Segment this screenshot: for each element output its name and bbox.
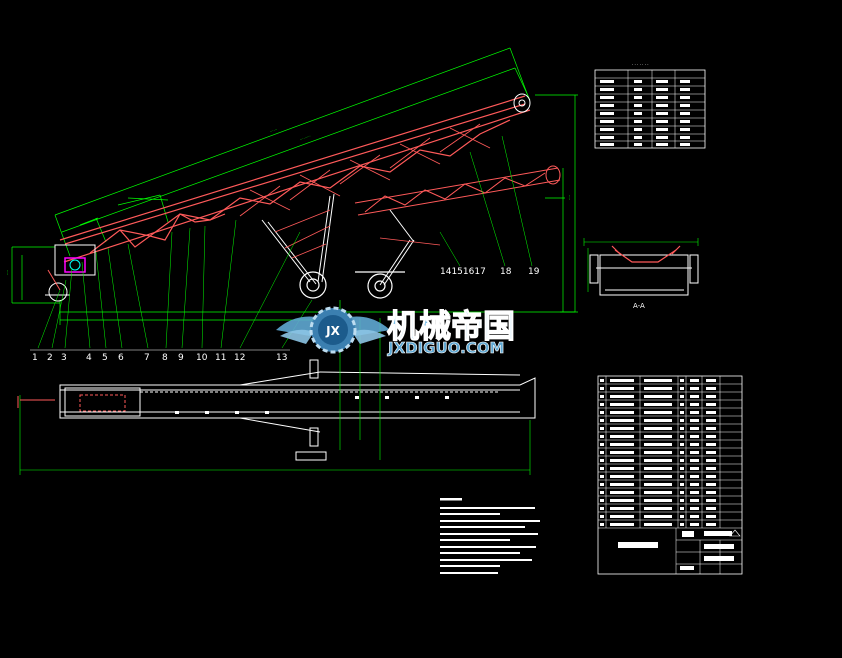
callout-3: 3 [61,353,67,363]
leg-bracing [274,209,441,259]
dimension-text: ...... ......... .... .... [4,126,571,275]
technical-parameter-table: · · · · · · · [594,62,706,149]
head-pulley [513,93,531,113]
callout-18: 18 [500,267,512,277]
callout-1: 1 [32,353,38,363]
svg-text:· · · · · · ·: · · · · · · · [632,62,649,67]
section-label: A-A [633,302,645,310]
technical-notes [440,498,540,574]
svg-text:......: ...... [269,126,278,133]
callout-6: 6 [118,353,124,363]
site-watermark: JX 机械帝国 JXDIGUO.COM [276,306,516,357]
callout-19: 19 [528,267,540,277]
conveyor-side-view: ...... ......... .... .... [4,47,578,363]
leader-lines [30,135,533,351]
svg-text:....: .... [566,195,571,200]
truss-diagonals [239,123,491,217]
callout-7: 7 [144,353,150,363]
callout-13: 13 [276,353,287,363]
dimension-lines [11,47,578,325]
callout-11: 11 [215,353,226,363]
watermark-url-text: JXDIGUO.COM [387,339,504,357]
callout-5: 5 [102,353,108,363]
watermark-chinese-text: 机械帝国 [387,307,515,345]
callout-8: 8 [162,353,168,363]
conveyor-plan-view [17,318,536,475]
callout-14151617: 14151617 [440,267,486,277]
logo-emblem-text: JX [325,324,340,338]
callout-numbers: 1 2 3 4 5 6 7 8 9 10 11 12 13 14151617 1… [32,267,540,363]
jx-logo-emblem: JX [276,306,390,354]
support-legs [261,193,415,286]
section-view-a-a: A-A [583,238,699,310]
callout-2: 2 [47,353,53,363]
main-truss [59,95,531,263]
callout-12: 12 [234,353,245,363]
callout-10: 10 [196,353,208,363]
callout-4: 4 [86,353,92,363]
svg-text:.........: ......... [299,132,311,141]
tail-drive-unit [45,244,96,302]
svg-text:....: .... [4,270,9,275]
callout-9: 9 [178,353,184,363]
wheels [299,271,405,299]
secondary-truss [354,165,561,216]
parts-list-title-block [597,375,743,575]
